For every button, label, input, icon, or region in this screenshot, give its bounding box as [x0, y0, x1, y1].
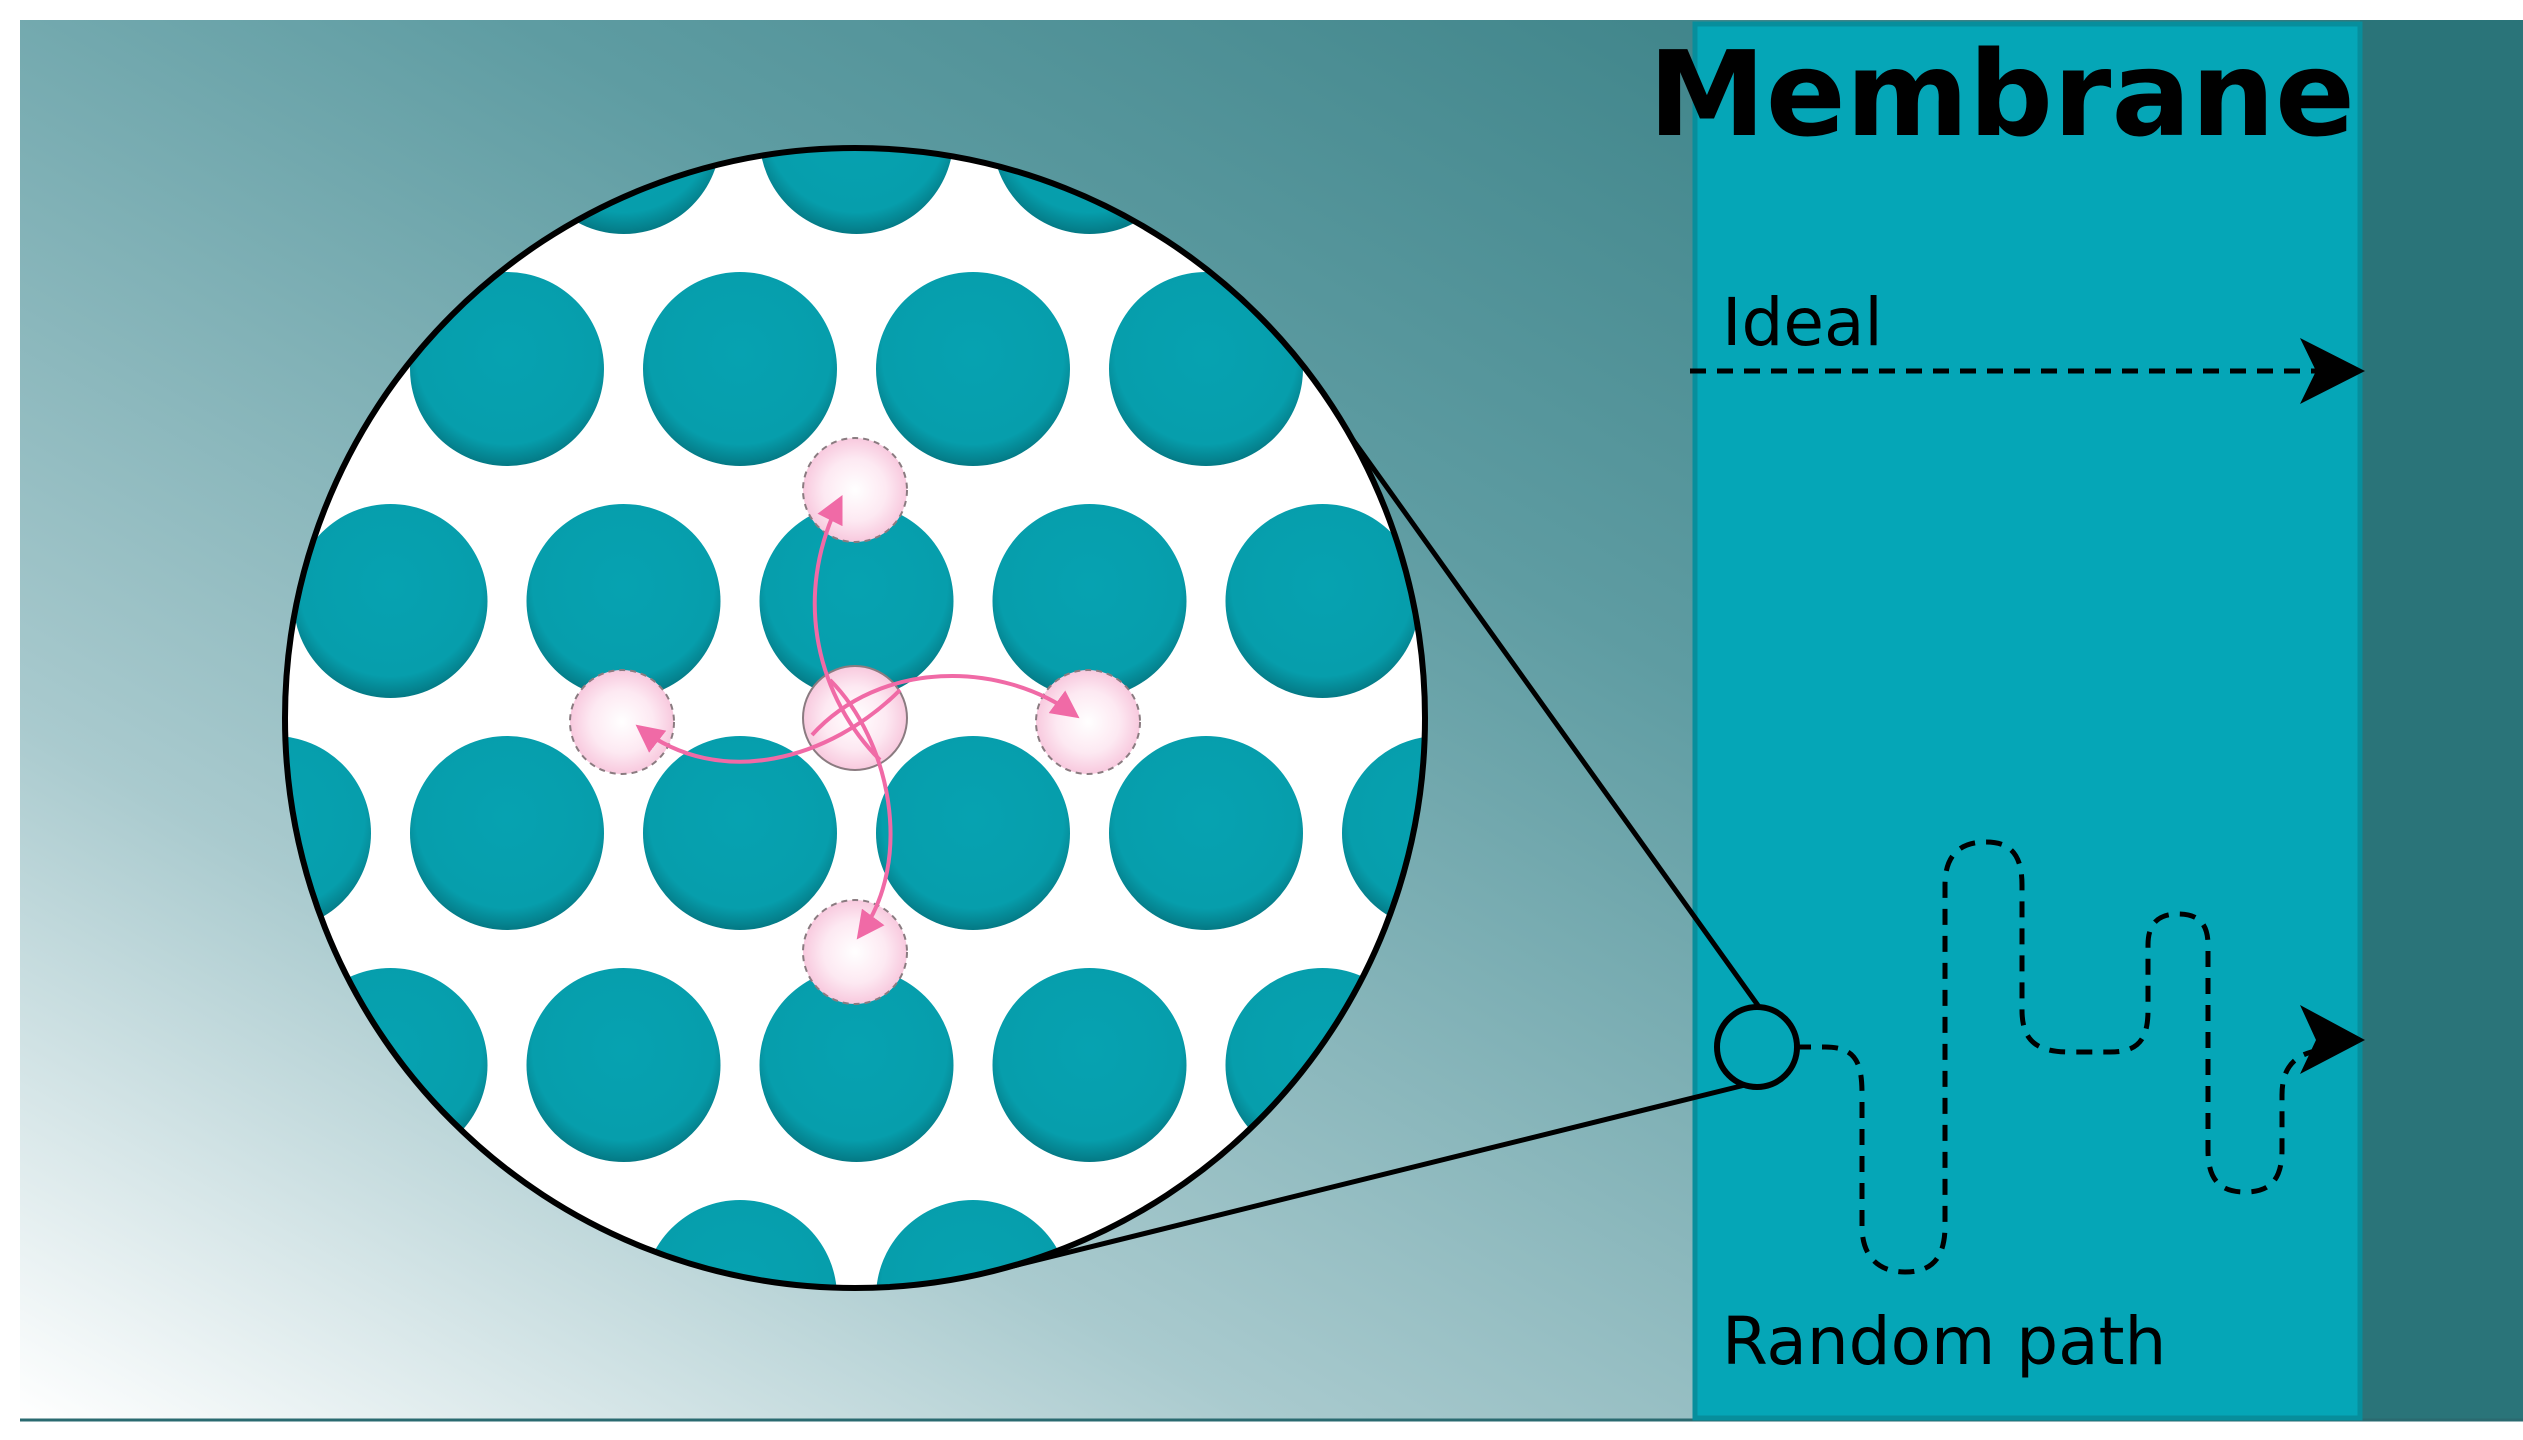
vacancy-left [569, 669, 675, 775]
vacancy-right [1035, 669, 1141, 775]
lattice-particle [410, 736, 604, 930]
vacancy-bottom [802, 899, 908, 1005]
lattice-particle [1109, 736, 1303, 930]
lattice-particle [285, 736, 371, 930]
lattice-particle [643, 736, 837, 930]
lattice-particle [643, 272, 837, 466]
zoom-connector-top [1350, 438, 1775, 1027]
diffusion-layer [569, 437, 1141, 1005]
membrane-slab [1692, 21, 2363, 1421]
diffusion-arrow-right [810, 674, 1080, 737]
membrane-title: Membrane [1648, 25, 2355, 163]
lattice-particle [293, 504, 488, 698]
lattice-particle [1109, 272, 1303, 466]
lattice-particle [1342, 736, 1425, 930]
lattice-particle [759, 148, 954, 234]
lattice-particle [643, 1200, 837, 1288]
arrowhead-right-icon [2300, 338, 2365, 404]
lattice-particle [992, 504, 1187, 698]
lattice-particle [759, 968, 954, 1162]
lattice-particle [1225, 504, 1420, 698]
lattice-particle [759, 504, 954, 698]
vacancy-top [802, 437, 908, 543]
diffusion-arrow-down [828, 678, 893, 940]
arrowhead-right-icon [2300, 1005, 2365, 1074]
lattice-particle [876, 736, 1070, 930]
background-right-strip [2360, 20, 2523, 1420]
zoom-connector-bottom [1004, 1082, 1746, 1271]
lattice-particle [526, 504, 721, 698]
lattice-particle [992, 968, 1187, 1162]
ideal-label: Ideal [1722, 284, 1883, 361]
diffusing-atom [802, 665, 908, 771]
diffusion-arrow-up [812, 494, 882, 762]
random-path-label: Random path [1722, 1303, 2166, 1380]
lattice-particle [410, 272, 604, 466]
zoom-origin-circle [1714, 1004, 1800, 1090]
lattice-particle [526, 968, 721, 1162]
lattice-particle [876, 272, 1070, 466]
random-path-line [1795, 839, 2321, 1275]
diffusion-arrow-left [635, 688, 902, 764]
lattice-particle [876, 1200, 1070, 1288]
